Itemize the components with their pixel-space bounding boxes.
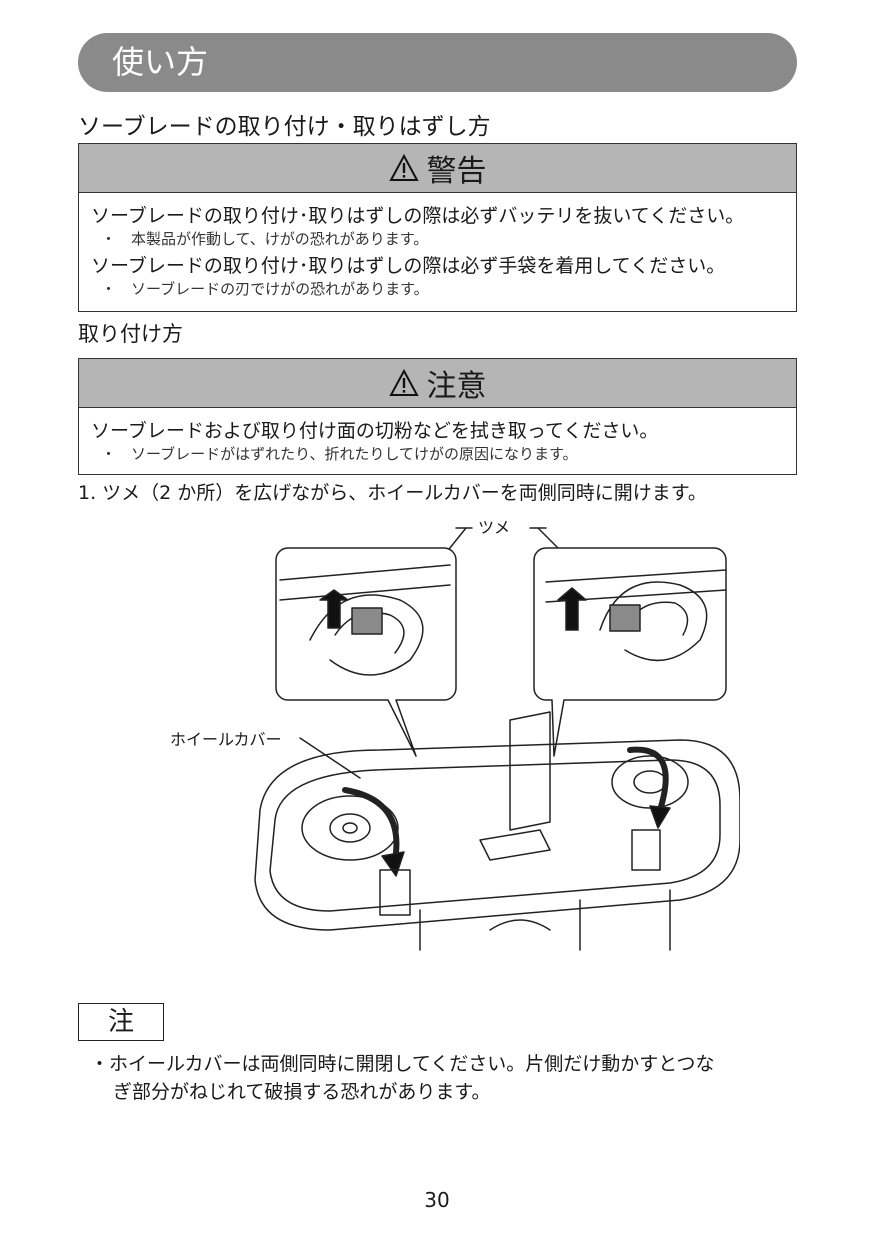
warning-triangle-icon — [388, 154, 419, 181]
warning-box: 警告 ソーブレードの取り付け･取りはずしの際は必ずバッテリを抜いてください。 ・… — [78, 143, 797, 312]
note-bullet: ・ — [90, 1053, 110, 1075]
note-line-1: ・ホイールカバーは両側同時に開閉してください。片側だけ動かすとつな — [90, 1053, 715, 1075]
warning-item-1: ソーブレードの取り付け･取りはずしの際は必ずバッテリを抜いてください。 — [91, 205, 745, 227]
caution-box: 注意 ソーブレードおよび取り付け面の切粉などを拭き取ってください。 ・ソーブレー… — [78, 358, 797, 475]
wheel-cover-label: ホイールカバー — [170, 730, 282, 749]
warning-item-2-detail: ・ソーブレードの刃でけがの恐れがあります。 — [101, 280, 429, 298]
step-1-text: 1. ツメ（2 か所）を広げながら、ホイールカバーを両側同時に開けます。 — [78, 482, 707, 504]
warning-heading: 警告 — [79, 144, 796, 193]
warning-item-2: ソーブレードの取り付け･取りはずしの際は必ず手袋を着用してください。 — [91, 255, 726, 277]
caution-item-1-detail: ・ソーブレードがはずれたり、折れたりしてけがの原因になります。 — [101, 445, 578, 463]
warning-heading-text: 警告 — [426, 154, 487, 189]
header-bar — [78, 33, 797, 92]
caution-heading: 注意 — [79, 359, 796, 408]
wheel-cover-illustration — [254, 527, 740, 951]
page-header-title: 使い方 — [112, 43, 209, 81]
caution-triangle-icon — [388, 369, 419, 396]
subsection-title: 取り付け方 — [78, 322, 183, 346]
caution-heading-text: 注意 — [426, 369, 487, 404]
warning-item-1-detail: ・本製品が作動して、けがの恐れがあります。 — [101, 230, 429, 248]
claw-label: ツメ — [478, 518, 511, 537]
caution-item-1: ソーブレードおよび取り付け面の切粉などを拭き取ってください。 — [91, 420, 659, 442]
section-title: ソーブレードの取り付け・取りはずし方 — [78, 114, 491, 140]
page-number: 30 — [424, 1188, 450, 1212]
note-line-2: ぎ部分がねじれて破損する恐れがあります。 — [113, 1081, 491, 1103]
note-heading: 注 — [78, 1003, 164, 1041]
